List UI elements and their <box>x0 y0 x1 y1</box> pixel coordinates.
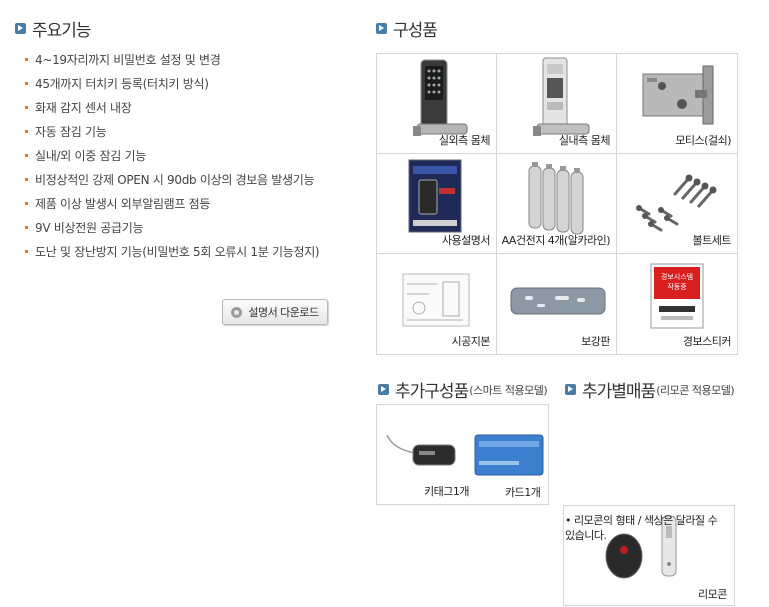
bullet-icon <box>25 105 28 109</box>
list-item: 9V 비상전원 공급기능 <box>25 215 319 239</box>
indoor-body-image <box>533 57 590 136</box>
alarm-sticker-image: 경보시스템 작동중 <box>650 263 704 329</box>
list-item: 실내/외 이중 잠김 기능 <box>25 143 319 167</box>
list-item: 제품 이상 발생시 외부알림램프 점등 <box>25 191 319 215</box>
bullet-icon <box>25 225 28 229</box>
list-item: 자동 잠김 기능 <box>25 119 319 143</box>
component-cell: 실내측 몸체 <box>497 54 617 154</box>
additional-box: 키태그1개 카드1개 <box>376 404 549 505</box>
template-image <box>402 273 470 327</box>
reinforce-plate-image <box>510 287 606 315</box>
list-item: 4~19자리까지 비밀번호 설정 및 변경 <box>25 47 319 71</box>
mortise-image <box>642 65 714 125</box>
components-grid: 실외측 몸체 실내측 몸체 모티스(걸쇠) <box>376 53 738 355</box>
component-cell: 시공지본 <box>377 254 497 354</box>
bullet-icon <box>25 153 28 157</box>
additional-title: 추가구성품 (스마트 적용모델) <box>378 377 548 402</box>
bullet-icon <box>25 201 28 205</box>
component-cell: 경보시스템 작동중 경보스티커 <box>617 254 737 354</box>
bullet-icon <box>25 57 28 61</box>
optional-title: 추가별매품 (리모콘 적용모델) <box>565 377 735 402</box>
list-item: 비정상적인 강제 OPEN 시 90db 이상의 경보음 발생기능 <box>25 167 319 191</box>
sticker-line-2: 작동중 <box>667 282 687 291</box>
component-cell: AA건전지 4개(알카라인) <box>497 154 617 254</box>
feature-list: 4~19자리까지 비밀번호 설정 및 변경 45개까지 터치키 등록(터치키 방… <box>25 47 320 263</box>
bullet-icon <box>25 81 28 85</box>
bullet-icon <box>25 177 28 181</box>
list-item: 45개까지 터치키 등록(터치키 방식) <box>25 71 319 95</box>
manual-download-button[interactable]: 설명서 다운로드 <box>222 299 328 325</box>
download-circle-icon <box>231 306 243 318</box>
list-item: 도난 및 장난방지 기능(비밀번호 5회 오류시 1분 기능정지) <box>25 239 320 263</box>
features-title: 주요기능 <box>15 16 92 41</box>
component-cell: 볼트세트 <box>617 154 737 254</box>
battery-image <box>528 162 584 235</box>
title-bullet-icon <box>565 384 576 395</box>
title-bullet-icon <box>378 384 389 395</box>
bullet-icon <box>25 129 28 133</box>
outdoor-body-image <box>413 59 468 136</box>
component-cell: 실외측 몸체 <box>377 54 497 154</box>
components-title: 구성품 <box>376 16 438 41</box>
title-bullet-icon <box>15 23 26 34</box>
remote-note: • 리모콘의 형태 / 색상은 달라질 수 있습니다. <box>565 514 718 542</box>
component-cell: 모티스(걸쇠) <box>617 54 737 154</box>
sticker-line-1: 경보시스템 <box>661 272 693 281</box>
component-cell: 사용설명서 <box>377 154 497 254</box>
list-item: 화재 감지 센서 내장 <box>25 95 319 119</box>
bolt-set-image <box>636 174 717 232</box>
manual-image <box>408 159 462 233</box>
component-cell: 보강판 <box>497 254 617 354</box>
key-tag-and-card-image <box>386 434 544 476</box>
bullet-icon <box>25 249 28 253</box>
title-bullet-icon <box>376 23 387 34</box>
